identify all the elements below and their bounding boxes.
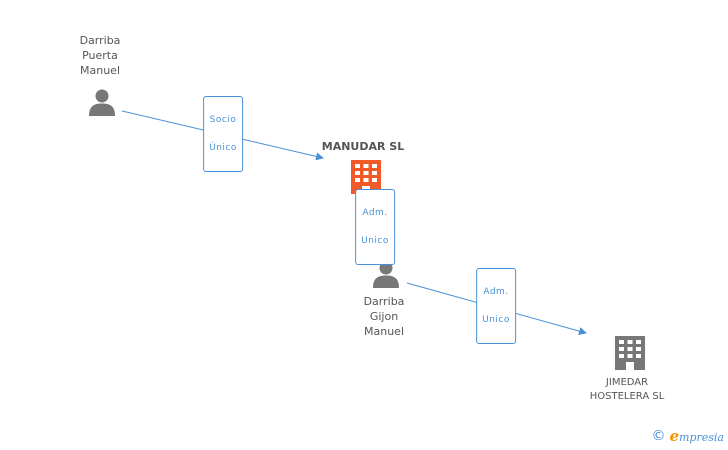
edge-label-adm-unico-1[interactable]: Adm. Unico <box>355 189 395 265</box>
brand-logo: empresia <box>669 427 724 445</box>
edge-label-line1: Adm. <box>362 208 388 218</box>
person-icon[interactable] <box>88 88 116 116</box>
edge-label-adm-unico-2[interactable]: Adm. Unico <box>476 268 516 344</box>
edge-label-line1: Socio <box>209 115 237 125</box>
copyright-icon: © <box>651 428 666 444</box>
brand-initial: e <box>669 427 680 445</box>
footer-brand: © empresia <box>651 427 724 445</box>
person-top-label: Darriba Puerta Manuel <box>79 34 121 77</box>
company-right-label: JIMEDAR HOSTELERA SL <box>589 377 665 402</box>
edge-label-line1: Adm. <box>483 287 509 297</box>
person-mid-label: Darriba Gijon Manuel <box>363 295 405 338</box>
edge-label-line2: Único <box>209 143 237 153</box>
edge-label-line2: Unico <box>361 236 389 246</box>
edge-label-socio-unico[interactable]: Socio Único <box>203 96 243 172</box>
brand-name: mpresia <box>679 431 724 444</box>
building-icon[interactable] <box>614 336 646 370</box>
main-company-label: MANUDAR SL <box>321 140 405 153</box>
edge-label-line2: Unico <box>482 315 510 325</box>
building-icon[interactable] <box>350 160 382 194</box>
